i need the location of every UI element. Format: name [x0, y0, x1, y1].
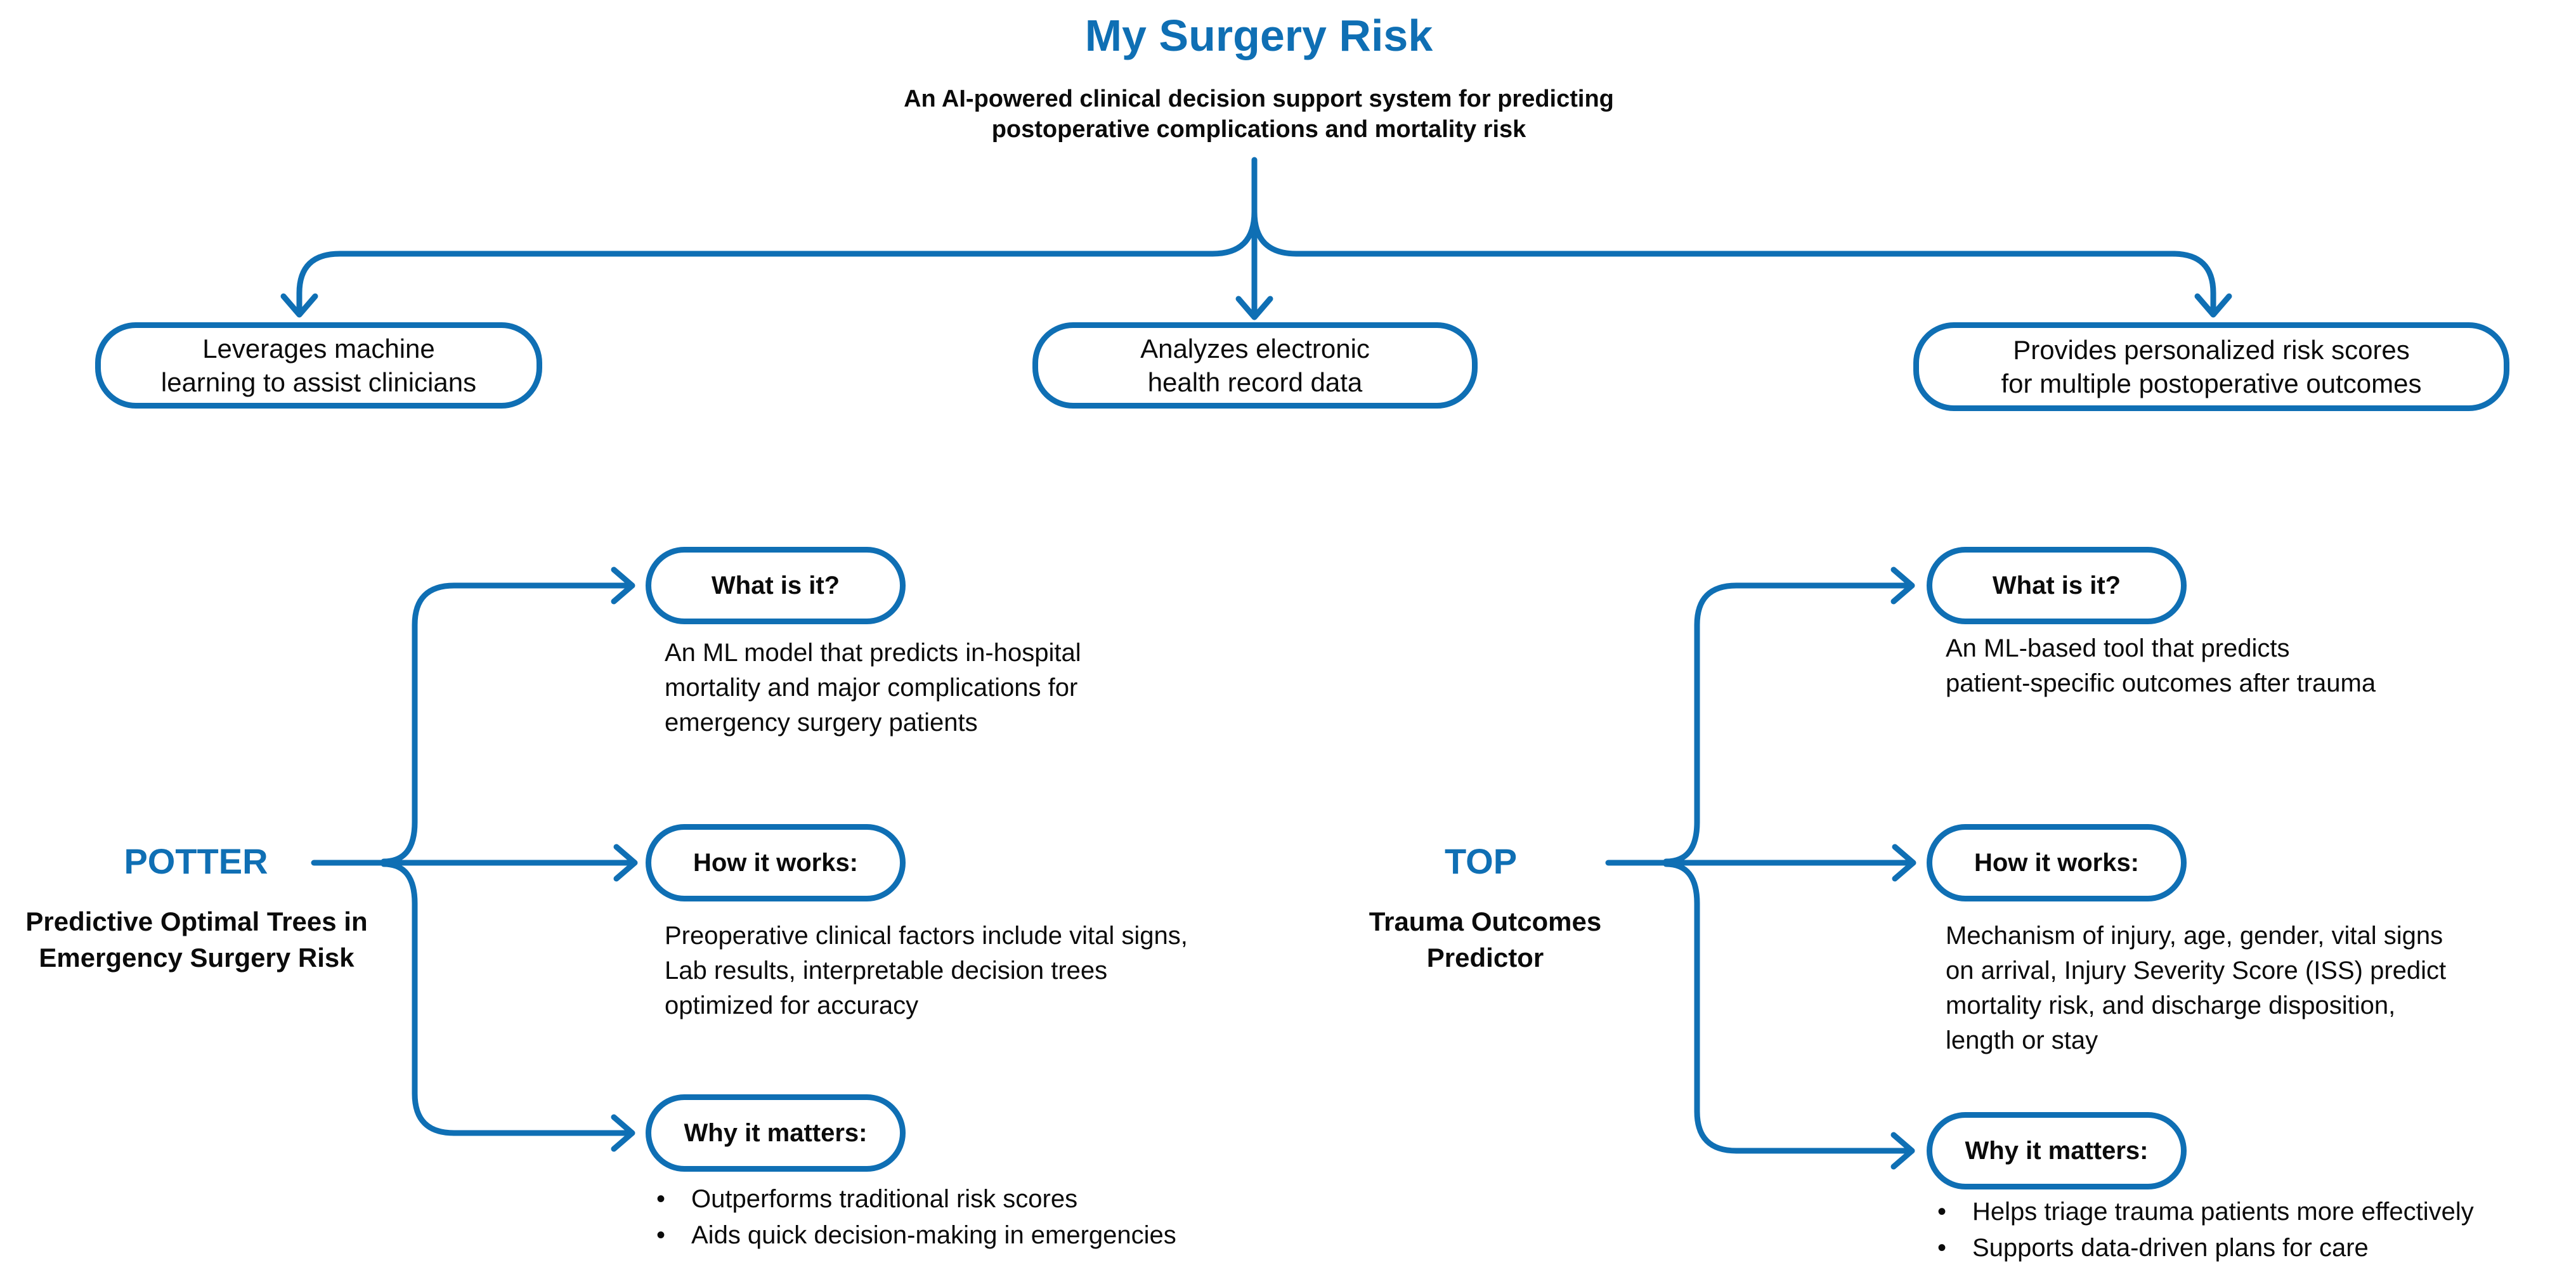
branch-pill-ehr-data: Analyzes electronic health record data: [1032, 322, 1478, 409]
arrow-right-icon: [1890, 567, 1915, 605]
bullet-text: Aids quick decision-making in emergencie…: [691, 1221, 1176, 1249]
branch-pill-machine-learning: Leverages machine learning to assist cli…: [95, 322, 542, 409]
top-upper-branch-line: [1663, 582, 1911, 865]
top-left-branch-line: [296, 209, 1258, 315]
list-item: • Helps triage trauma patients more effe…: [1937, 1198, 2576, 1234]
potter-why-it-matters-bullets: • Outperforms traditional risk scores • …: [656, 1185, 1354, 1257]
top-lower-branch-line: [1663, 861, 1911, 1154]
arrow-down-icon: [280, 293, 318, 318]
potter-how-it-works-pill: How it works:: [646, 824, 906, 901]
potter-upper-branch-line: [381, 582, 631, 865]
bullet-icon: •: [656, 1221, 666, 1249]
top-acronym: TOP: [1444, 841, 1518, 881]
arrow-right-icon: [611, 567, 635, 605]
arrow-right-icon: [611, 1114, 635, 1152]
potter-acronym: POTTER: [124, 841, 268, 881]
arrow-right-icon: [1890, 1132, 1915, 1170]
top-right-branch-line: [1251, 209, 2216, 315]
arrow-right-icon: [613, 844, 638, 882]
bullet-text: Helps triage trauma patients more effect…: [1972, 1198, 2474, 1226]
top-what-is-it-text: An ML-based tool that predicts patient-s…: [1946, 634, 2376, 697]
top-what-is-it-pill: What is it?: [1927, 547, 2187, 624]
bullet-icon: •: [656, 1185, 666, 1213]
list-item: • Aids quick decision-making in emergenc…: [656, 1221, 1354, 1257]
arrow-down-icon: [2194, 293, 2232, 318]
potter-why-it-matters-pill: Why it matters:: [646, 1094, 906, 1172]
top-name: Trauma Outcomes Predictor: [1369, 907, 1602, 973]
potter-lower-branch-line: [381, 861, 631, 1136]
page-title: My Surgery Risk: [1084, 11, 1433, 60]
potter-what-is-it-pill: What is it?: [646, 547, 906, 624]
potter-how-it-works-text: Preoperative clinical factors include vi…: [665, 922, 1188, 1019]
potter-name: Predictive Optimal Trees in Emergency Su…: [25, 907, 368, 973]
bullet-icon: •: [1937, 1198, 1947, 1226]
top-how-it-works-text: Mechanism of injury, age, gender, vital …: [1946, 922, 2447, 1054]
arrow-right-icon: [1892, 844, 1916, 882]
bullet-icon: •: [1937, 1234, 1947, 1262]
list-item: • Supports data-driven plans for care: [1937, 1234, 2576, 1270]
potter-what-is-it-text: An ML model that predicts in-hospital mo…: [665, 639, 1081, 737]
list-item: • Outperforms traditional risk scores: [656, 1185, 1354, 1221]
bullet-text: Outperforms traditional risk scores: [691, 1185, 1078, 1213]
arrow-down-icon: [1235, 296, 1273, 320]
top-why-it-matters-bullets: • Helps triage trauma patients more effe…: [1937, 1198, 2576, 1270]
bullet-text: Supports data-driven plans for care: [1972, 1234, 2369, 1262]
page-subtitle: An AI-powered clinical decision support …: [904, 86, 1614, 143]
top-why-it-matters-pill: Why it matters:: [1927, 1112, 2187, 1189]
branch-pill-risk-scores: Provides personalized risk scores for mu…: [1913, 322, 2509, 411]
top-how-it-works-pill: How it works:: [1927, 824, 2187, 901]
